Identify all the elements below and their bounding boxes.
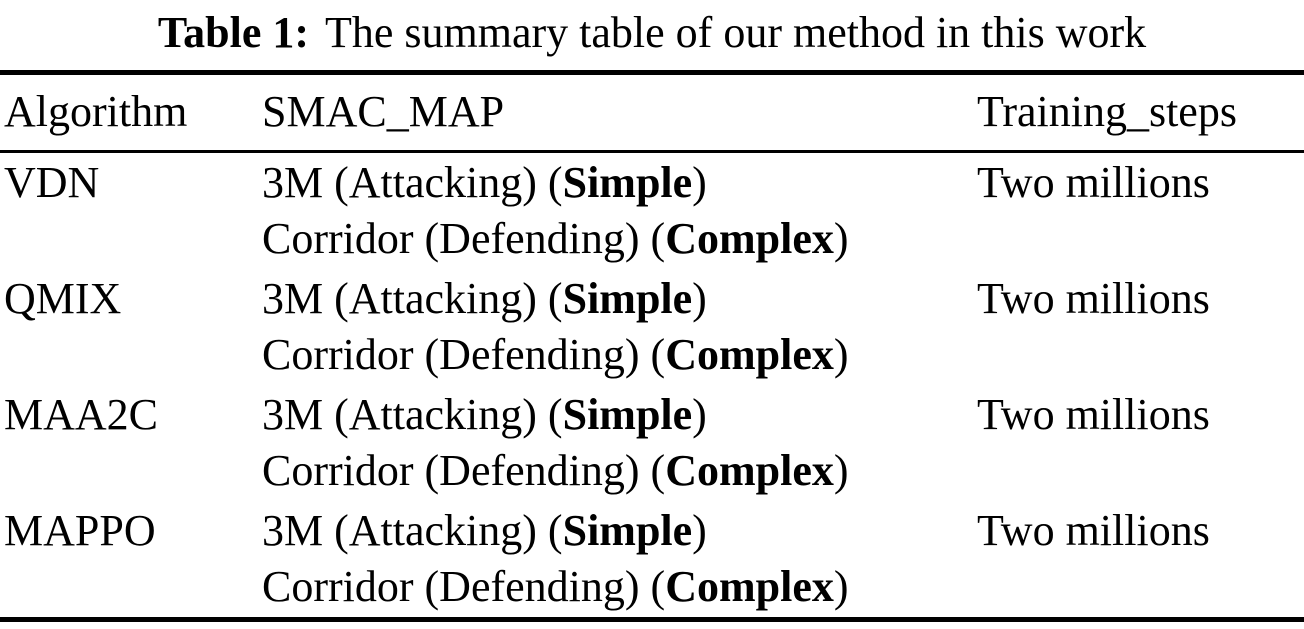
algorithm-cell: MAA2C <box>4 390 159 439</box>
map-line-2-pre: Corridor (Defending) ( <box>262 562 666 611</box>
table-caption-text: The summary table of our method in this … <box>325 8 1147 57</box>
table-row: MAA2C 3M (Attacking) (Simple) Corridor (… <box>0 385 1304 501</box>
map-line-2-bold: Complex <box>665 214 834 263</box>
map-line-2-pre: Corridor (Defending) ( <box>262 214 666 263</box>
training-steps-cell: Two millions <box>977 506 1210 555</box>
map-line-1-pre: 3M (Attacking) ( <box>262 274 563 323</box>
training-steps-cell: Two millions <box>977 274 1210 323</box>
map-line-2: Corridor (Defending) (Complex) <box>262 211 977 267</box>
map-line-2: Corridor (Defending) (Complex) <box>262 327 977 383</box>
map-line-1: 3M (Attacking) (Simple) <box>262 503 977 559</box>
map-line-2-bold: Complex <box>665 446 834 495</box>
smac-map-cell: 3M (Attacking) (Simple) Corridor (Defend… <box>262 385 977 501</box>
column-header-training-steps: Training_steps <box>977 72 1304 153</box>
map-line-2-pre: Corridor (Defending) ( <box>262 446 666 495</box>
table-header-row: Algorithm SMAC_MAP Training_steps <box>0 72 1304 153</box>
column-header-algorithm: Algorithm <box>0 72 262 153</box>
map-line-1-bold: Simple <box>562 158 693 207</box>
algorithm-cell: MAPPO <box>4 506 156 555</box>
training-steps-cell: Two millions <box>977 390 1210 439</box>
map-line-1-post: ) <box>692 274 707 323</box>
map-line-2-post: ) <box>833 330 849 379</box>
map-line-1: 3M (Attacking) (Simple) <box>262 387 977 443</box>
map-line-1-post: ) <box>692 506 707 555</box>
column-header-smac-map: SMAC_MAP <box>262 72 977 153</box>
map-line-1: 3M (Attacking) (Simple) <box>262 271 977 327</box>
smac-map-cell: 3M (Attacking) (Simple) Corridor (Defend… <box>262 501 977 620</box>
map-line-1: 3M (Attacking) (Simple) <box>262 155 977 211</box>
map-line-1-bold: Simple <box>562 506 693 555</box>
map-line-2-pre: Corridor (Defending) ( <box>262 330 666 379</box>
algorithm-cell: QMIX <box>4 274 122 323</box>
map-line-2-post: ) <box>833 562 849 611</box>
table-caption-label: Table 1: <box>157 8 309 57</box>
map-line-2: Corridor (Defending) (Complex) <box>262 559 977 615</box>
map-line-1-pre: 3M (Attacking) ( <box>262 506 563 555</box>
map-line-1-post: ) <box>692 390 707 439</box>
table-row: MAPPO 3M (Attacking) (Simple) Corridor (… <box>0 501 1304 620</box>
map-line-2-bold: Complex <box>665 562 834 611</box>
map-line-1-bold: Simple <box>562 274 693 323</box>
map-line-1-post: ) <box>692 158 707 207</box>
training-steps-cell: Two millions <box>977 158 1210 207</box>
map-line-1-bold: Simple <box>562 390 693 439</box>
table-row: QMIX 3M (Attacking) (Simple) Corridor (D… <box>0 269 1304 385</box>
algorithm-cell: VDN <box>4 158 100 207</box>
smac-map-cell: 3M (Attacking) (Simple) Corridor (Defend… <box>262 269 977 385</box>
map-line-2-post: ) <box>833 214 849 263</box>
map-line-1-pre: 3M (Attacking) ( <box>262 390 563 439</box>
table-row: VDN 3M (Attacking) (Simple) Corridor (De… <box>0 152 1304 270</box>
map-line-1-pre: 3M (Attacking) ( <box>262 158 563 207</box>
map-line-2: Corridor (Defending) (Complex) <box>262 443 977 499</box>
smac-map-cell: 3M (Attacking) (Simple) Corridor (Defend… <box>262 152 977 270</box>
summary-table: Algorithm SMAC_MAP Training_steps VDN 3M… <box>0 70 1304 622</box>
map-line-2-bold: Complex <box>665 330 834 379</box>
map-line-2-post: ) <box>833 446 849 495</box>
table-caption: Table 1: The summary table of our method … <box>0 0 1304 70</box>
